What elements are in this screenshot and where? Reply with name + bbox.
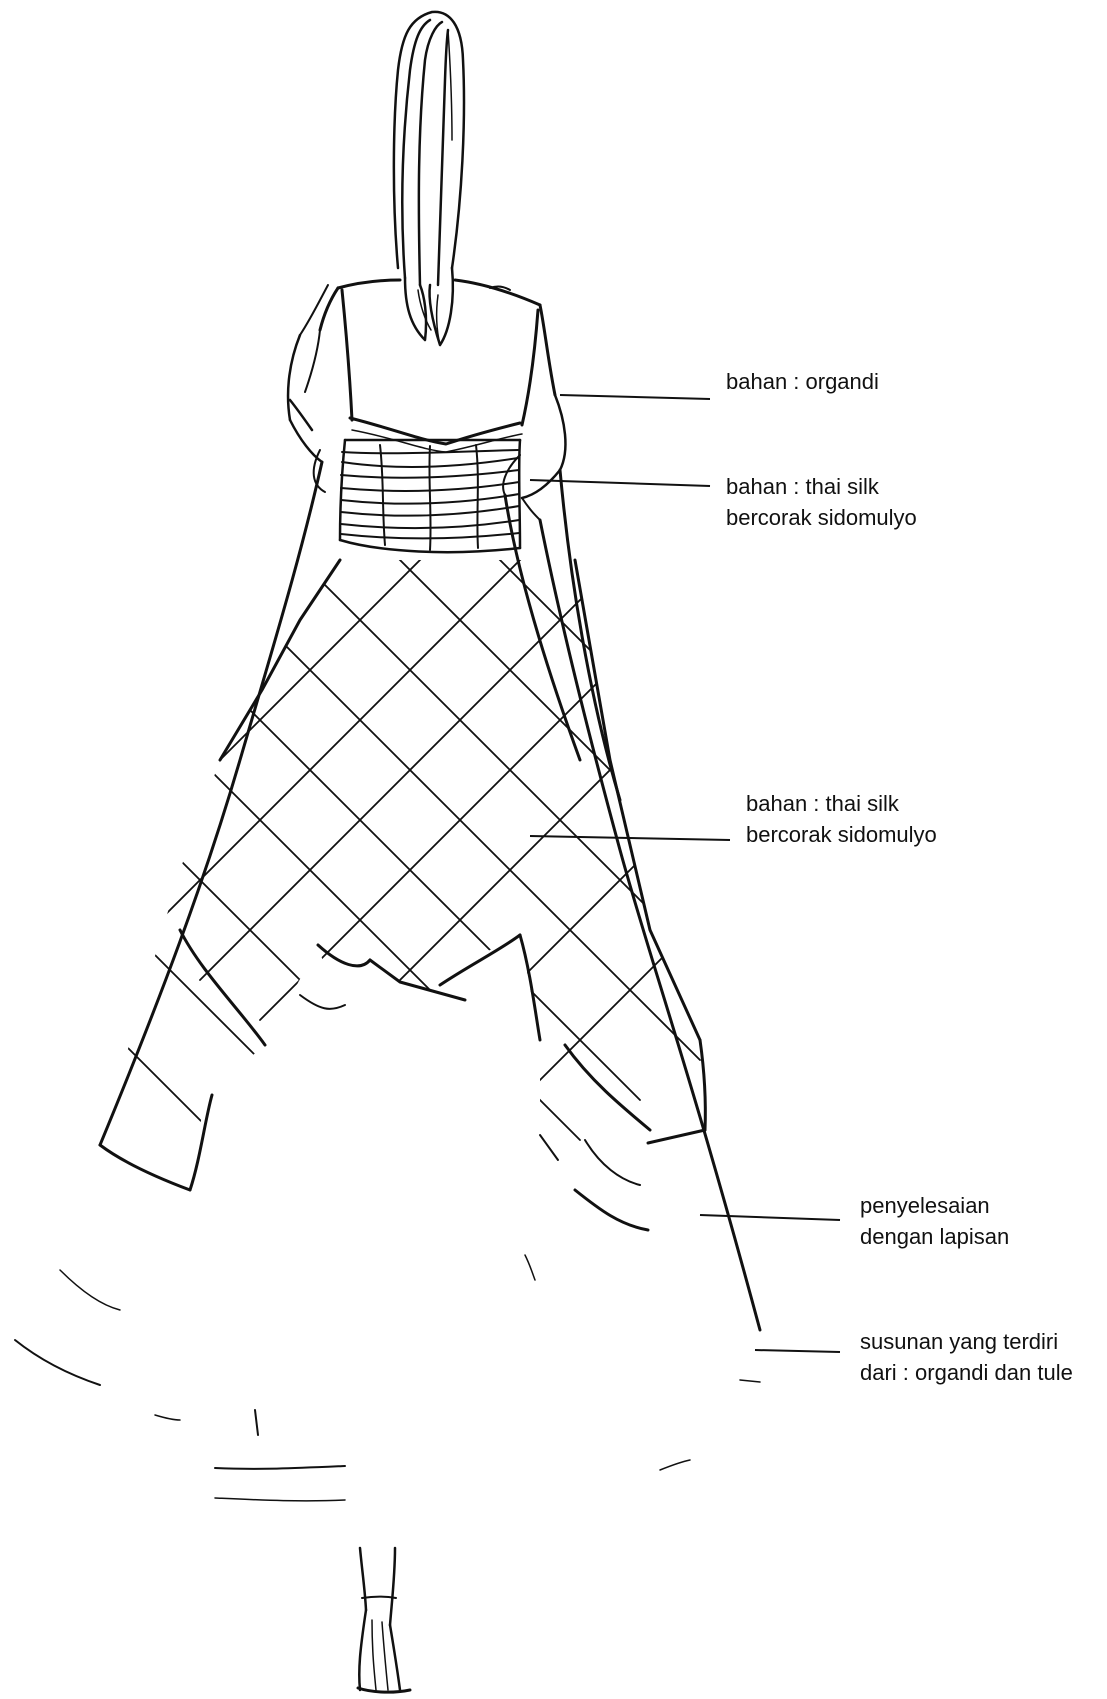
waist-panel — [340, 440, 520, 552]
callout-petticoat-line-1: susunan yang terdiri — [860, 1326, 1073, 1357]
callout-skirt-line-1: bahan : thai silk — [746, 788, 937, 819]
callout-organdi-line-1: bahan : organdi — [726, 366, 879, 397]
callout-skirt-line-2: bercorak sidomulyo — [746, 819, 937, 850]
hair-outline — [394, 12, 464, 345]
callout-skirt-fabric: bahan : thai silk bercorak sidomulyo — [746, 788, 937, 850]
outer-panel-outline — [100, 462, 760, 1330]
callout-hem-line-2: dengan lapisan — [860, 1221, 1009, 1252]
callout-bodice-line-2: bercorak sidomulyo — [726, 502, 917, 533]
skirt-outline — [180, 560, 705, 1230]
leader-lines — [530, 395, 840, 1352]
callout-hem-line-1: penyelesaian — [860, 1190, 1009, 1221]
sleeve-outline — [288, 335, 565, 520]
callout-hem-finish: penyelesaian dengan lapisan — [860, 1190, 1009, 1252]
callout-petticoat: susunan yang terdiri dari : organdi dan … — [860, 1326, 1073, 1388]
leader-line-petticoat — [755, 1350, 840, 1352]
callout-bodice-line-1: bahan : thai silk — [726, 471, 917, 502]
callout-organdi: bahan : organdi — [726, 366, 879, 397]
bodice-upper-outline — [300, 280, 555, 452]
callout-petticoat-line-2: dari : organdi dan tule — [860, 1357, 1073, 1388]
leg-outline — [358, 1548, 410, 1692]
leader-line-organdi — [560, 395, 710, 399]
leader-line-bodice — [530, 480, 710, 486]
petticoat-marks — [15, 1255, 760, 1501]
leader-line-hem — [700, 1215, 840, 1220]
callout-bodice-fabric: bahan : thai silk bercorak sidomulyo — [726, 471, 917, 533]
